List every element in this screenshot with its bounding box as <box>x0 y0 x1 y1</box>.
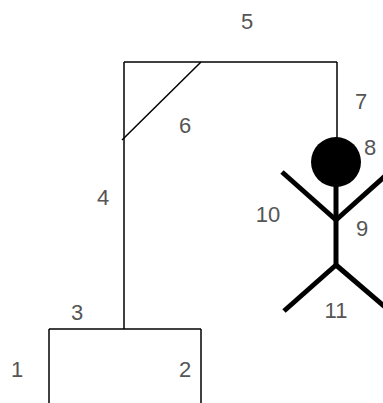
left-arm <box>282 172 336 220</box>
head <box>311 137 361 187</box>
gallows-pole <box>123 62 125 329</box>
base-left <box>48 329 50 403</box>
rope <box>336 62 338 140</box>
stick-figure <box>282 137 383 311</box>
body <box>334 185 339 265</box>
base-right <box>200 329 202 403</box>
right-arm <box>336 176 383 220</box>
callout-number: 3 <box>71 302 83 324</box>
base-top <box>49 328 201 330</box>
callout-number: 6 <box>179 115 191 137</box>
gallows-brace <box>122 62 201 140</box>
callout-number: 5 <box>241 11 253 33</box>
callout-number: 7 <box>355 91 367 113</box>
callout-number: 9 <box>356 218 368 240</box>
callout-number: 11 <box>325 300 348 322</box>
callout-number: 8 <box>364 137 376 159</box>
gallows <box>49 62 337 403</box>
gallows-beam <box>124 61 337 63</box>
callout-number: 1 <box>11 359 23 381</box>
callout-number: 10 <box>256 204 280 226</box>
callout-number: 4 <box>97 187 109 209</box>
callout-number: 2 <box>179 359 191 381</box>
